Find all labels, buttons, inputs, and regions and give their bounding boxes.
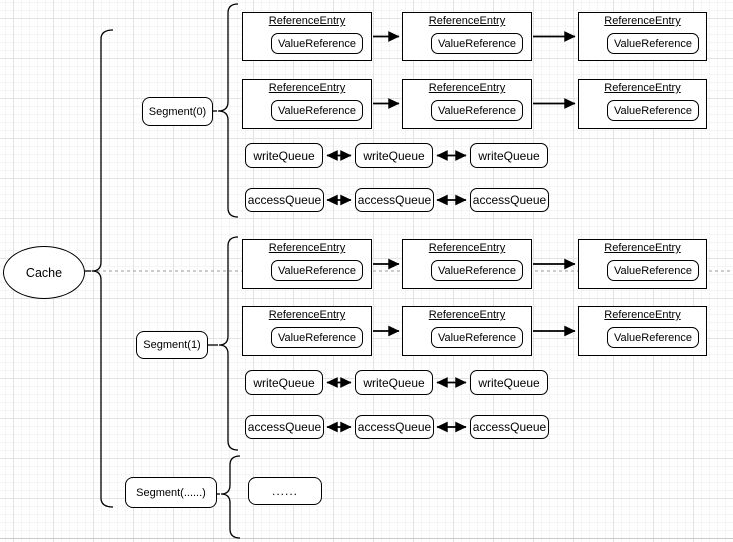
reference-entry-title: ReferenceEntry [604, 82, 681, 94]
access-queue-node: accessQueue [355, 188, 434, 212]
segment-2-brace [220, 455, 241, 539]
reference-entry-node: ReferenceEntry ValueReference [242, 79, 372, 129]
reference-entry-title: ReferenceEntry [428, 242, 506, 254]
segment-0-label: Segment(0) [148, 105, 207, 118]
value-reference-node: ValueReference [431, 327, 523, 348]
reference-entry-node: ReferenceEntry ValueReference [402, 79, 532, 129]
segment-1-label: Segment(1) [143, 339, 201, 351]
reference-entry-node: ReferenceEntry ValueReference [242, 12, 372, 61]
value-reference-node: ValueReference [271, 100, 363, 121]
reference-entry-node: ReferenceEntry ValueReference [578, 239, 707, 289]
reference-entry-title: ReferenceEntry [428, 309, 506, 321]
reference-entry-title: ReferenceEntry [268, 82, 346, 94]
reference-entry-title: ReferenceEntry [268, 15, 346, 27]
reference-entry-node: ReferenceEntry ValueReference [402, 306, 532, 356]
reference-entry-title: ReferenceEntry [268, 309, 346, 321]
value-reference-node: ValueReference [271, 33, 363, 54]
segment-1-node: Segment(1) [136, 331, 208, 359]
segment-etc-node: Segment(......) [125, 477, 217, 508]
access-queue-node: accessQueue [470, 188, 549, 212]
value-reference-node: ValueReference [431, 100, 523, 121]
write-queue-node: writeQueue [355, 370, 433, 395]
cache-brace [91, 29, 114, 508]
reference-entry-title: ReferenceEntry [604, 15, 681, 27]
value-reference-node: ValueReference [271, 260, 363, 281]
write-queue-node: writeQueue [470, 370, 548, 395]
cache-label: Cache [25, 265, 63, 280]
value-reference-node: ValueReference [607, 100, 699, 121]
write-queue-node: writeQueue [470, 143, 548, 168]
cache-node: Cache [3, 246, 85, 299]
value-reference-node: ValueReference [607, 33, 699, 54]
reference-entry-node: ReferenceEntry ValueReference [578, 12, 707, 61]
value-reference-node: ValueReference [431, 33, 523, 54]
value-reference-node: ValueReference [607, 327, 699, 348]
value-reference-node: ValueReference [271, 327, 363, 348]
segment-etc-placeholder-node: ...... [248, 477, 322, 505]
access-queue-node: accessQueue [245, 415, 324, 439]
reference-entry-node: ReferenceEntry ValueReference [578, 79, 707, 129]
reference-entry-node: ReferenceEntry ValueReference [402, 12, 532, 61]
access-queue-node: accessQueue [245, 188, 324, 212]
access-queue-node: accessQueue [355, 415, 434, 439]
segment-1-brace [218, 236, 239, 451]
write-queue-node: writeQueue [355, 143, 433, 168]
segment-etc-label: Segment(......) [136, 486, 206, 499]
reference-entry-title: ReferenceEntry [604, 309, 681, 321]
segment-0-node: Segment(0) [142, 97, 213, 126]
value-reference-node: ValueReference [607, 260, 699, 281]
write-queue-node: writeQueue [245, 143, 323, 168]
write-queue-node: writeQueue [245, 370, 323, 395]
segment-0-brace [217, 3, 239, 218]
reference-entry-node: ReferenceEntry ValueReference [242, 306, 372, 356]
reference-entry-title: ReferenceEntry [428, 15, 506, 27]
reference-entry-title: ReferenceEntry [604, 242, 681, 254]
access-queue-node: accessQueue [470, 415, 549, 439]
value-reference-node: ValueReference [431, 260, 523, 281]
reference-entry-node: ReferenceEntry ValueReference [242, 239, 372, 289]
reference-entry-node: ReferenceEntry ValueReference [578, 306, 707, 356]
reference-entry-title: ReferenceEntry [428, 82, 506, 94]
reference-entry-title: ReferenceEntry [268, 242, 346, 254]
reference-entry-node: ReferenceEntry ValueReference [402, 239, 532, 289]
